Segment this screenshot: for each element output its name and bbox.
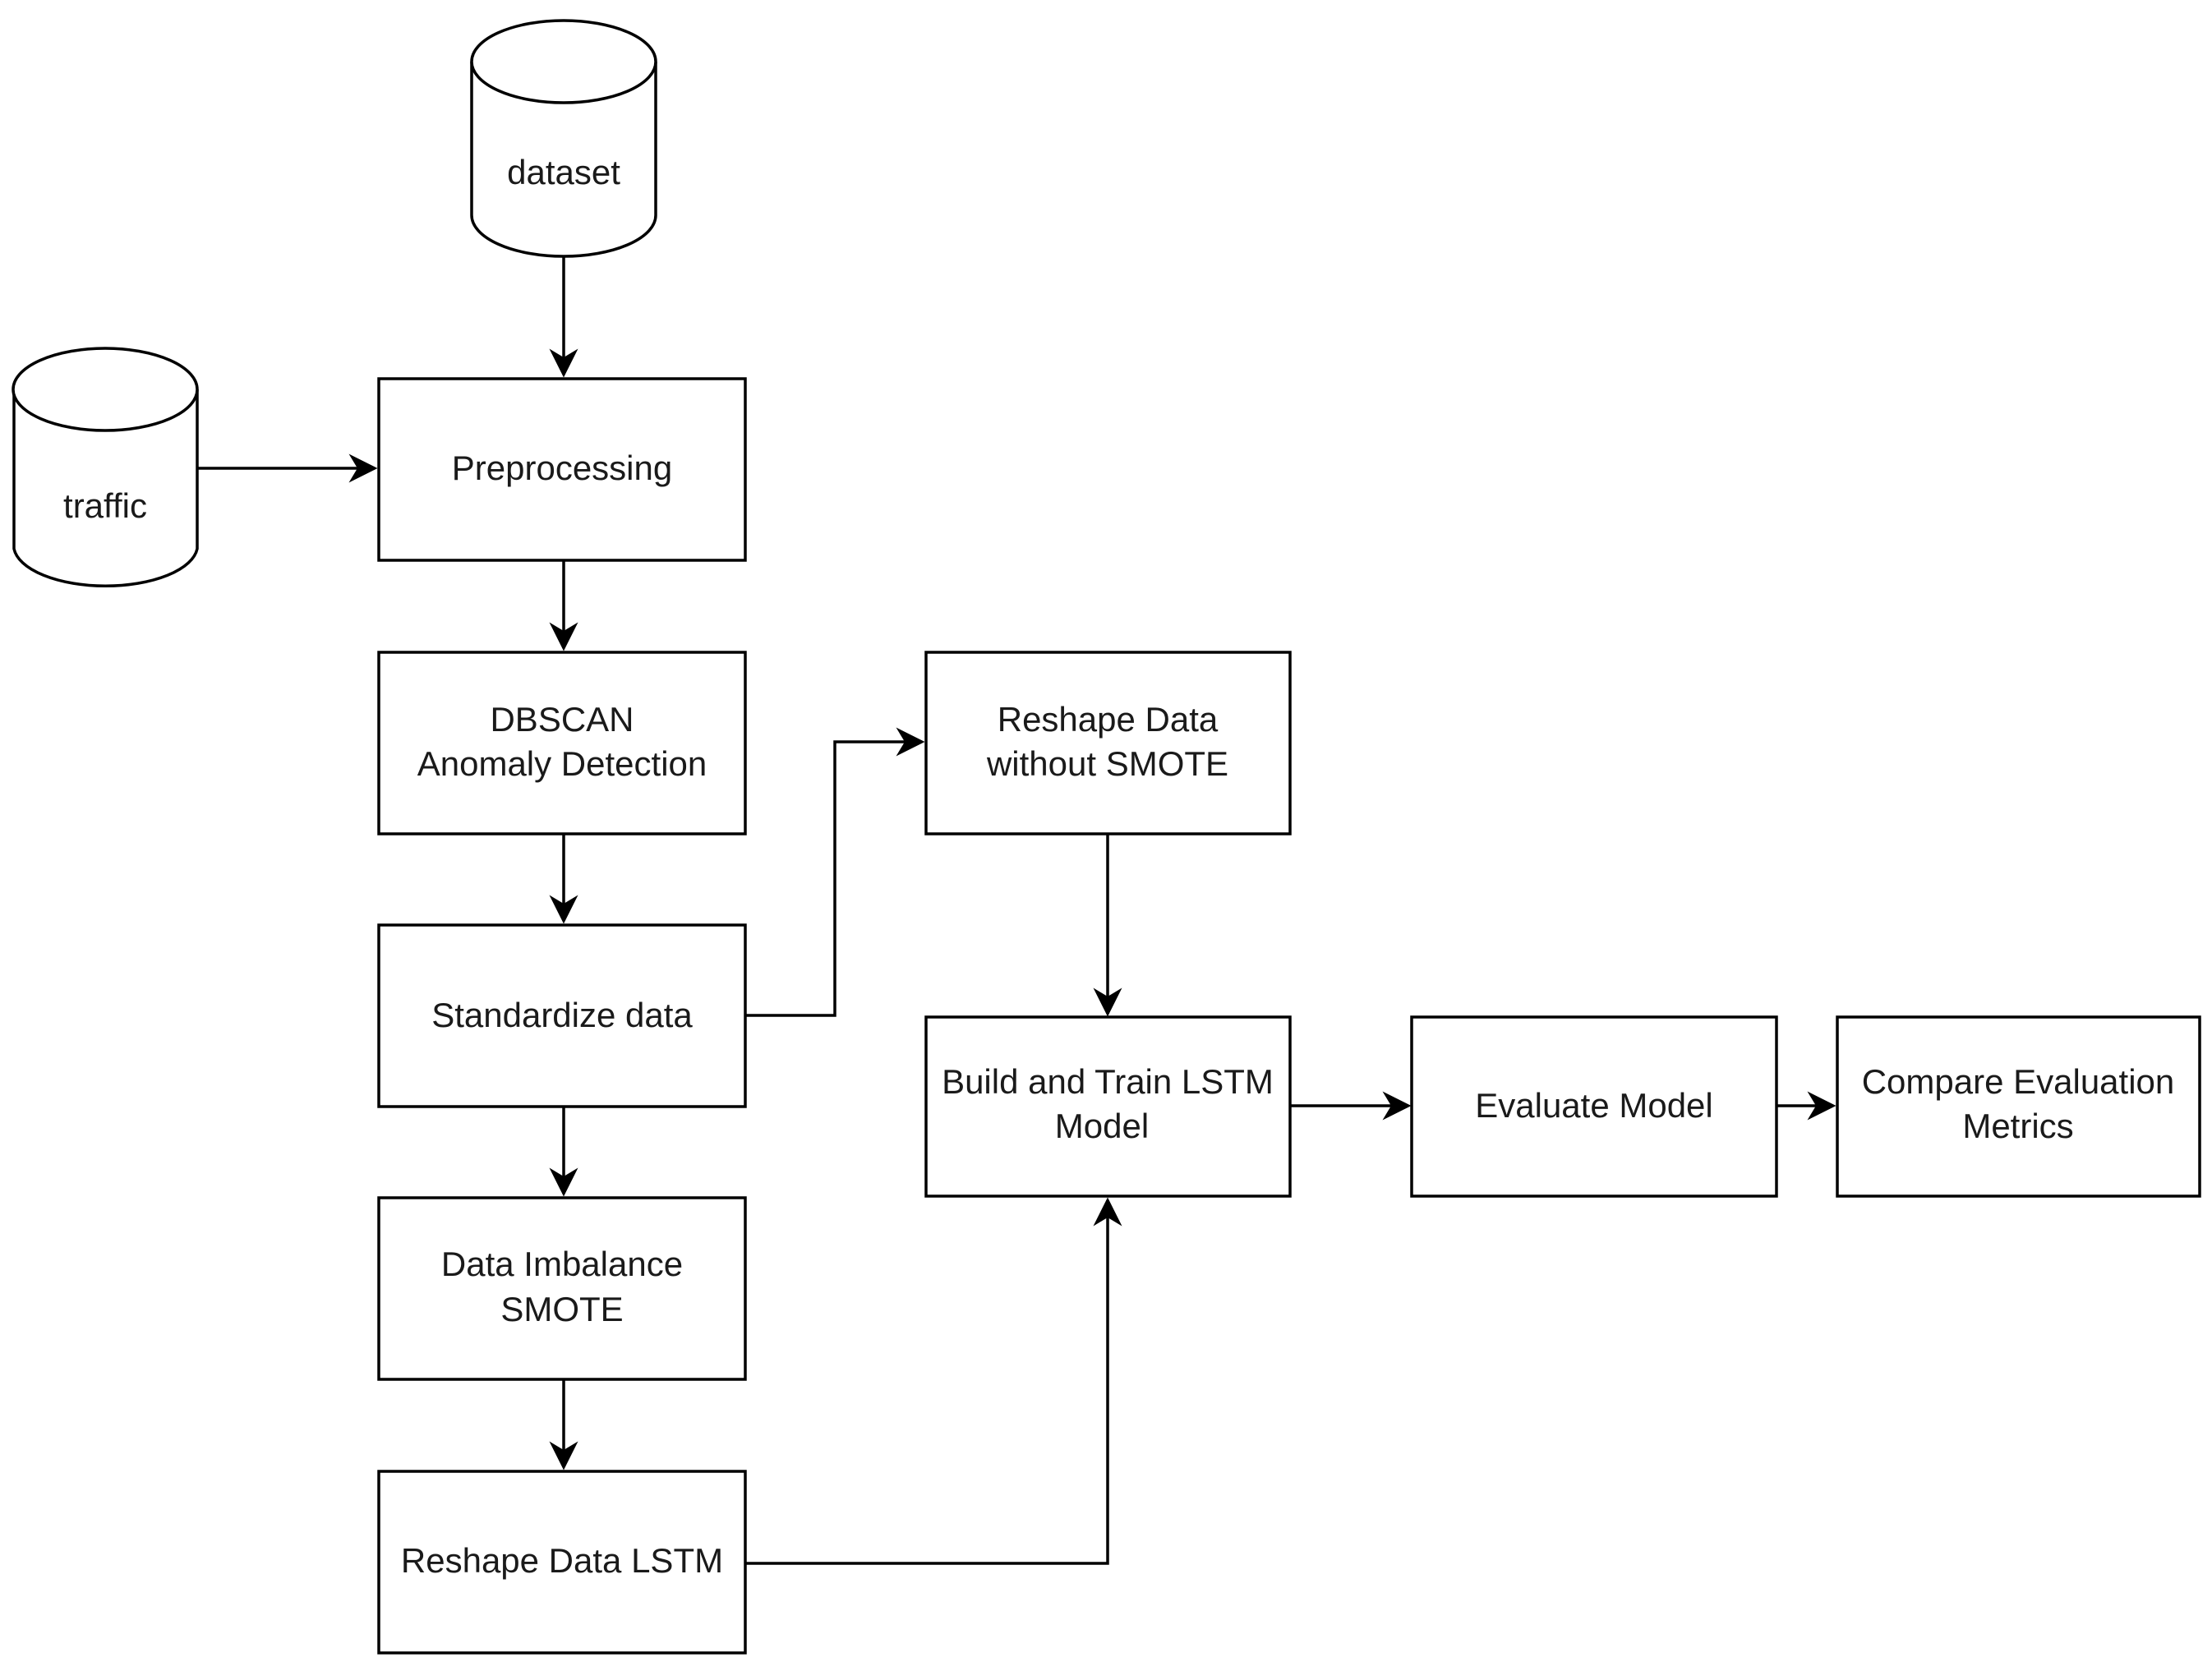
dbscan-label-line2: Anomaly Detection [417,744,707,783]
traffic-cylinder-top [12,347,199,432]
imbalance-node: Data Imbalance SMOTE [377,1196,747,1381]
traffic-label: traffic [63,486,147,525]
compare-node: Compare Evaluation Metrics [1836,1015,2201,1198]
compare-label-line2: Metrics [1962,1107,2073,1145]
dbscan-label-line1: DBSCAN [490,700,634,739]
reshape-no-smote-label-line2: without SMOTE [986,744,1228,783]
traffic-cylinder: traffic [12,347,199,588]
reshape-no-smote-label-line1: Reshape Data [998,700,1219,739]
imbalance-label-line1: Data Imbalance [441,1245,683,1283]
evaluate-label: Evaluate Model [1475,1086,1713,1125]
standardize-node: Standardize data [377,923,747,1108]
reshape-no-smote-node: Reshape Data without SMOTE [924,651,1292,835]
dataset-cylinder: dataset [470,19,657,258]
edge-standardize-to-reshape-no-smote [745,727,925,1017]
preprocessing-label: Preprocessing [452,449,672,487]
reshape-lstm-label: Reshape Data LSTM [401,1541,723,1580]
compare-label-line1: Compare Evaluation [1862,1062,2175,1101]
imbalance-label-line2: SMOTE [500,1290,623,1328]
traffic-cylinder-body [12,389,199,588]
edge-reshape-lstm-to-build-train [745,1197,1122,1565]
dataset-label: dataset [507,153,620,191]
reshape-lstm-node: Reshape Data LSTM [377,1470,747,1655]
build-train-label-line1: Build and Train LSTM [942,1062,1274,1101]
edges [197,257,1836,1565]
evaluate-node: Evaluate Model [1410,1015,1778,1198]
dbscan-node: DBSCAN Anomaly Detection [377,651,747,835]
preprocessing-node: Preprocessing [377,377,747,562]
build-train-node: Build and Train LSTM Model [924,1015,1292,1198]
build-train-label-line2: Model [1055,1107,1149,1145]
standardize-label: Standardize data [431,996,693,1034]
